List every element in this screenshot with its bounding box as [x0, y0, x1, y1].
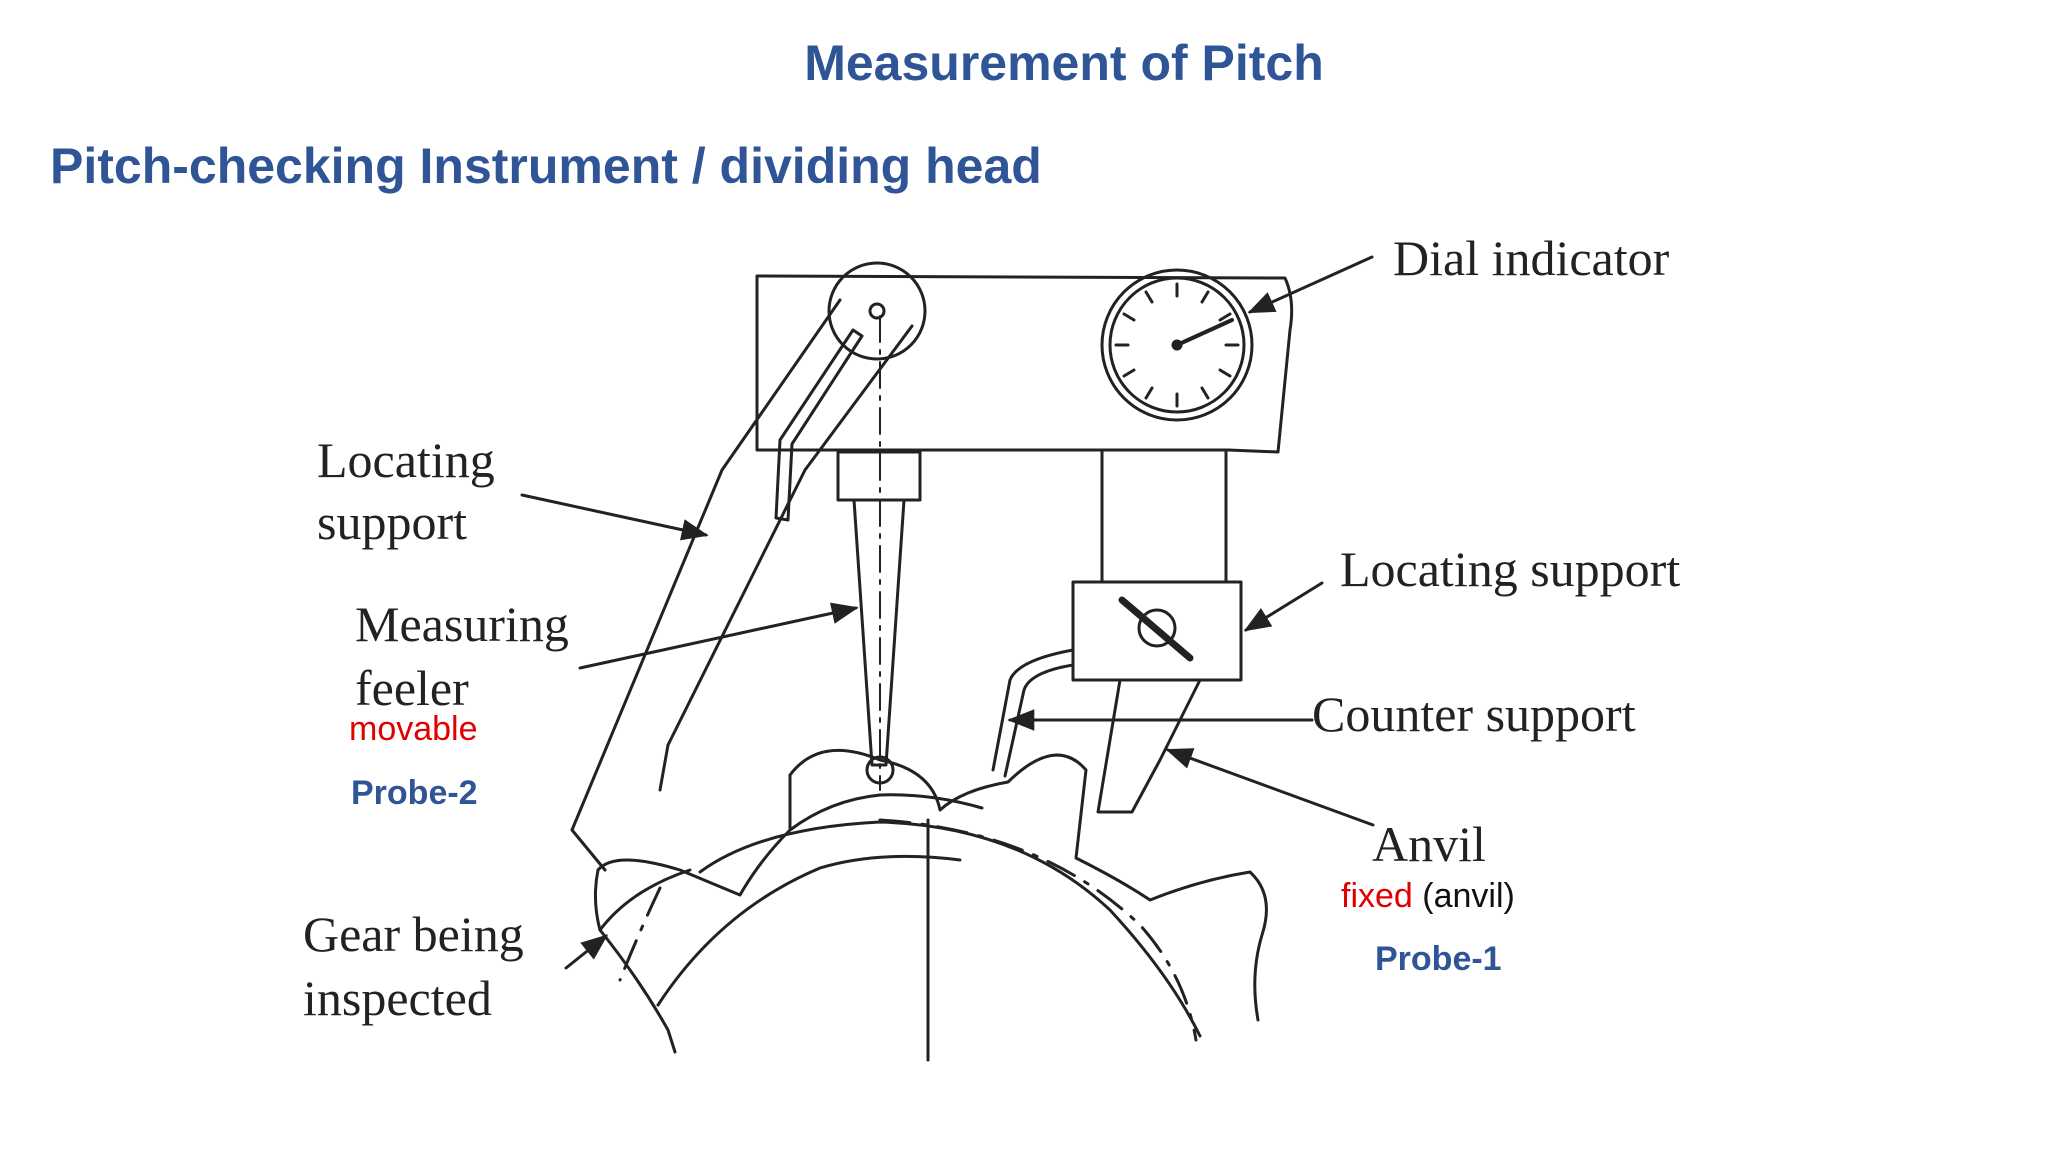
measuring-feeler: [836, 315, 922, 791]
label-locating-support-left-1: Locating: [317, 432, 495, 488]
note-probe-1: Probe-1: [1375, 940, 1502, 978]
label-gear-1: Gear being: [303, 906, 524, 962]
note-anvil: (anvil): [1422, 877, 1515, 915]
label-gear-2: inspected: [303, 970, 492, 1026]
label-measuring-feeler-1: Measuring: [355, 596, 569, 652]
note-probe-2: Probe-2: [351, 774, 478, 812]
dial-indicator: [1100, 268, 1254, 422]
locating-support-arm: [570, 298, 914, 872]
label-locating-support-right: Locating support: [1340, 541, 1681, 597]
instrument-frame: [755, 274, 1294, 454]
slide-title: Measurement of Pitch: [804, 35, 1324, 91]
label-counter-support: Counter support: [1312, 686, 1636, 742]
note-fixed: fixed: [1341, 877, 1413, 915]
label-dial-indicator: Dial indicator: [1393, 230, 1670, 286]
label-locating-support-left-2: support: [317, 494, 467, 550]
note-movable: movable: [349, 710, 478, 748]
gear: [593, 748, 1268, 1062]
note-fixed-anvil: fixed (anvil): [1341, 877, 1515, 916]
label-anvil: Anvil: [1372, 816, 1486, 872]
right-support-posts: [1100, 450, 1228, 584]
pivot-disk: [827, 261, 927, 361]
locating-support-block: [1071, 580, 1243, 682]
anvil: [1096, 678, 1202, 814]
label-measuring-feeler-2: feeler: [355, 660, 469, 716]
counter-support: [991, 648, 1075, 778]
pivot-pin: [868, 302, 886, 320]
slide-subtitle: Pitch-checking Instrument / dividing hea…: [50, 138, 1042, 194]
